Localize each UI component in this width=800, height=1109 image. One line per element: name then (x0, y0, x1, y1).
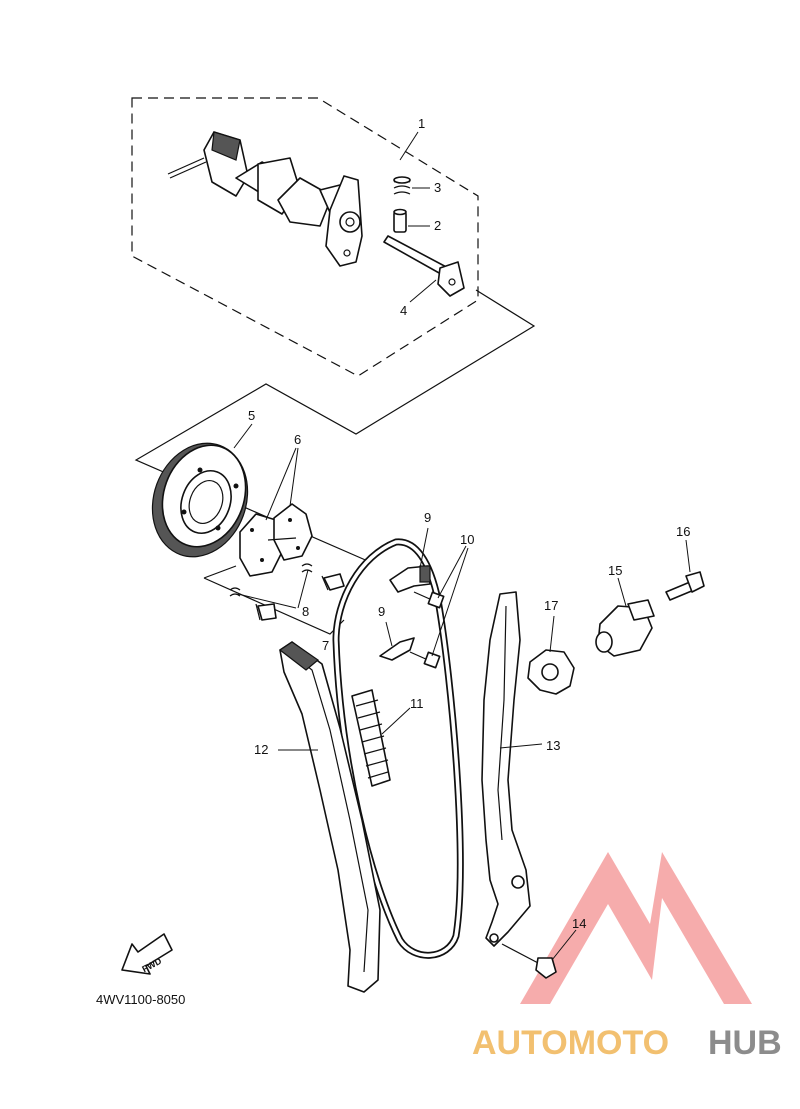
camshaft-group-frame (131, 97, 479, 377)
guide-bolts (409, 591, 445, 669)
plate-screws (255, 573, 345, 621)
callout-10: 10 (460, 532, 474, 547)
cam-chain-tensioner (595, 599, 655, 657)
spring (393, 176, 411, 195)
blade-pivot-bolt (501, 943, 557, 979)
callout-2: 2 (434, 218, 441, 233)
callout-15: 15 (608, 563, 622, 578)
watermark-logo: AUTOMOTO HUB (472, 852, 782, 1062)
chain-guide-lower (379, 637, 415, 661)
watermark-text-automoto: AUTOMOTO (472, 1024, 669, 1062)
callout-1: 1 (418, 116, 425, 131)
callout-14: 14 (572, 916, 586, 931)
callout-3: 3 (434, 180, 441, 195)
decompression-shaft (383, 235, 465, 297)
plate-springs (229, 563, 313, 597)
leader-lines (233, 131, 691, 961)
callout-9-lower: 9 (378, 604, 385, 619)
cam-chain-section (351, 689, 391, 787)
assembly-outline-lower (203, 565, 345, 635)
chain-guide-upper (389, 565, 431, 593)
decompression-plates (239, 503, 313, 577)
decompression-lifter (393, 208, 407, 233)
callout-7: 7 (322, 638, 329, 653)
chain-guide-rear (278, 641, 381, 993)
catalog-code: 4WV1100-8050 (96, 992, 185, 1007)
fwd-arrow: FWD (121, 933, 173, 975)
tensioner-cap-bolt (665, 571, 705, 601)
tensioner-gasket (527, 649, 575, 695)
cam-sprocket (151, 442, 249, 558)
watermark-text-hub: HUB (708, 1024, 782, 1062)
callout-16: 16 (676, 524, 690, 539)
watermark-triangle-mark (520, 852, 752, 1004)
callout-13: 13 (546, 738, 560, 753)
callout-8: 8 (302, 604, 309, 619)
callout-numbers: 1 3 2 4 5 6 8 7 9 9 10 11 12 13 14 15 16… (248, 116, 690, 931)
tensioner-blade (481, 591, 531, 947)
callout-6: 6 (294, 432, 301, 447)
dowel-pin (167, 157, 205, 175)
callout-5: 5 (248, 408, 255, 423)
callout-4: 4 (400, 303, 407, 318)
camshaft (167, 131, 363, 267)
callout-11: 11 (410, 696, 424, 711)
callout-12: 12 (254, 742, 268, 757)
callout-17: 17 (544, 598, 558, 613)
callout-9-upper: 9 (424, 510, 431, 525)
